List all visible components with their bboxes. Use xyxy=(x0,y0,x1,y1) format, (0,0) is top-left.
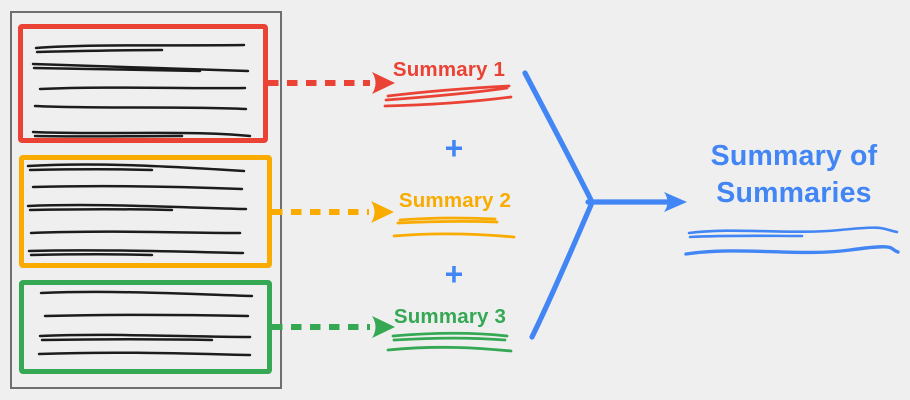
chunk3-to-summary3-arrow xyxy=(272,316,395,338)
chunk2-text-scribbles xyxy=(26,163,248,257)
chunk-box-1 xyxy=(18,24,268,143)
chunk-box-2 xyxy=(19,155,272,268)
chunk3-text-scribbles xyxy=(37,290,254,357)
summary2-label: Summary 2 xyxy=(398,189,512,212)
chunk-box-3 xyxy=(19,280,272,374)
chunk1-to-summary1-arrow xyxy=(268,72,395,94)
summary1-scribble xyxy=(383,84,513,108)
summary1-label: Summary 1 xyxy=(392,58,506,81)
chunk2-to-summary2-arrow xyxy=(272,201,394,223)
source-document xyxy=(10,11,282,389)
summary3-scribble xyxy=(386,331,513,353)
merge-arrow xyxy=(522,70,687,340)
summary3-label: Summary 3 xyxy=(393,305,507,328)
chunk1-text-scribbles xyxy=(31,43,252,138)
plus-sign-1: + xyxy=(444,130,464,166)
result-title-scribble xyxy=(684,226,900,256)
summary2-scribble xyxy=(392,216,516,239)
summary-of-summaries-title: Summary of Summaries xyxy=(710,140,878,209)
plus-sign-2: + xyxy=(444,256,464,292)
